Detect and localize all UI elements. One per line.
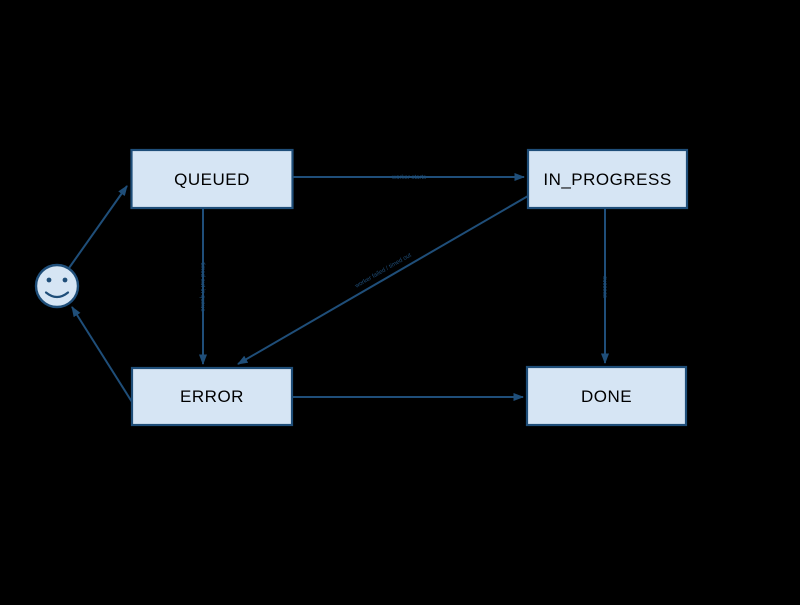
edge-label-queued-to-in-progress: worker starts <box>391 175 426 181</box>
state-node-queued: QUEUED <box>130 148 294 210</box>
edge-start-to-queued <box>68 185 128 269</box>
error-box <box>130 366 294 427</box>
in-progress-label: IN_PROGRESS <box>543 170 671 189</box>
queued-label: QUEUED <box>174 170 250 189</box>
smiley-face-icon <box>34 263 80 309</box>
state-node-in-progress: IN_PROGRESS <box>526 148 689 210</box>
edge-label-in-progress-to-done: success <box>601 276 607 298</box>
state-node-done: DONE <box>525 365 688 427</box>
smiley-left-eye-icon <box>46 277 52 283</box>
state-node-error: ERROR <box>130 366 294 427</box>
done-label: DONE <box>581 387 632 406</box>
done-box <box>525 365 688 427</box>
start-node <box>34 263 80 309</box>
edge-error-to-start <box>71 306 133 403</box>
smiley-mouth-icon <box>44 291 70 299</box>
edge-in-progress-to-error <box>237 195 529 365</box>
in-progress-box <box>526 148 689 210</box>
smiley-right-eye-icon <box>62 277 68 283</box>
queued-box <box>130 148 294 210</box>
error-label: ERROR <box>180 387 244 406</box>
edge-label-queued-to-error: timed out in queue <box>199 262 205 312</box>
edge-label-in-progress-to-error: worker failed / timed out <box>354 252 413 290</box>
